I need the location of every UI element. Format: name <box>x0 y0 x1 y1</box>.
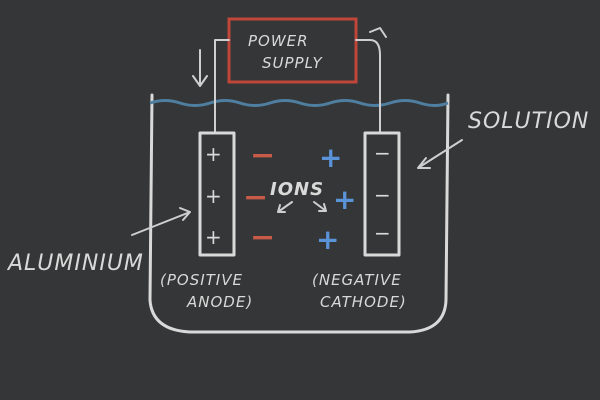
solution-label: SOLUTION <box>468 109 589 134</box>
aluminium-label: ALUMINIUM <box>6 251 144 276</box>
cathode-sign: − <box>374 221 392 245</box>
solution-surface <box>149 99 449 107</box>
anode-sign: + <box>205 142 223 166</box>
cathode-caption-line-1: (NEGATIVE <box>312 271 402 289</box>
cathode-plate <box>363 131 401 257</box>
cathode-sign: − <box>374 183 392 207</box>
power-supply-line-2: SUPPLY <box>262 54 324 72</box>
negative-ion: − <box>243 180 268 215</box>
anode-caption-line-1: (POSITIVE <box>160 271 243 289</box>
ions-left-arrow <box>277 201 293 213</box>
negative-ion: − <box>250 138 275 173</box>
solution-arrow <box>417 139 463 169</box>
anode-plate <box>198 131 236 257</box>
negative-ion: − <box>250 220 275 255</box>
positive-ion: + <box>333 183 356 216</box>
positive-ion: + <box>319 141 342 174</box>
cathode-wire <box>355 39 381 134</box>
cathode-caption-line-2: CATHODE) <box>320 293 407 311</box>
current-down-arrow <box>192 49 208 87</box>
anode-sign: + <box>205 184 223 208</box>
positive-ion: + <box>316 223 339 256</box>
cathode-sign: − <box>374 141 392 165</box>
current-up-arrow <box>369 27 387 38</box>
anode-sign: + <box>205 225 223 249</box>
power-supply-box <box>227 17 358 84</box>
anode-caption-line-2: ANODE) <box>186 293 253 311</box>
ions-label: IONS <box>270 179 324 200</box>
aluminium-arrow <box>131 207 191 236</box>
anode-wire <box>214 39 230 134</box>
ions-right-arrow <box>313 201 327 212</box>
tank-outline <box>148 93 450 334</box>
power-supply-line-1: POWER <box>248 32 309 50</box>
